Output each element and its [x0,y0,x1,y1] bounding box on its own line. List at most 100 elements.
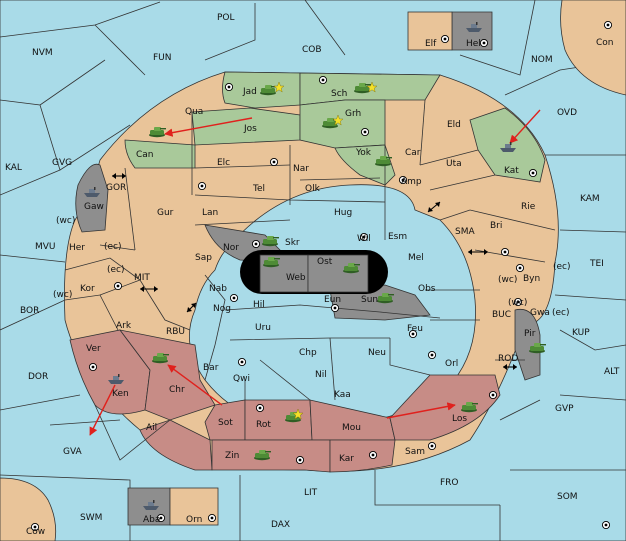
label-tel: Tel [252,184,265,194]
label-kar: Kar [339,454,354,464]
label-car: Car [405,148,421,158]
coast-label: (wc) [53,290,72,300]
label-rie: Rie [521,202,536,212]
label-rot: Rot [256,420,271,430]
label-aba: Aba [143,515,160,525]
label-sch: Sch [331,89,347,99]
label-mit: MIT [134,273,150,283]
label-bar: Bar [203,363,219,373]
label-rod: ROD [498,354,518,364]
label-nar: Nar [293,164,309,174]
label-nvm: NVM [32,48,53,58]
label-jad: Jad [242,87,257,97]
label-con: Con [596,38,614,48]
label-sot: Sot [218,418,233,428]
label-swm: SWM [80,513,102,523]
label-grh: Grh [345,109,361,119]
label-elc: Elc [217,158,230,168]
label-wil: Wil [357,234,371,244]
label-sun: Sun [361,295,378,305]
label-byn: Byn [523,274,540,284]
label-gaw: Gaw [84,202,104,212]
label-nil: Nil [315,370,327,380]
label-lan: Lan [202,208,218,218]
label-fun: FUN [153,53,172,63]
label-gvg: GVG [52,158,72,168]
label-pir: Pir [524,329,536,339]
coast-label: (ec) [553,262,571,272]
coast-label: (wc) [56,216,75,226]
coast-label: (ec) [552,308,570,318]
label-orl: Orl [445,359,458,369]
label-neu: Neu [368,348,386,358]
supply-centers [30,20,613,532]
label-amp: Amp [401,177,422,187]
label-orn: Orn [186,515,202,525]
star-markers [273,81,378,420]
cow-region [0,477,57,541]
label-eun: Eun [324,295,341,305]
label-nor: Nor [223,243,239,253]
label-cow: Cow [26,527,45,537]
label-sma: SMA [455,227,475,237]
label-hug: Hug [334,208,352,218]
label-nab: Nab [209,284,227,294]
order-arrows [89,109,541,436]
label-chr: Chr [169,385,185,395]
label-lit: LIT [304,488,318,498]
label-yok: Yok [355,148,372,158]
label-ost: Ost [317,257,333,267]
label-olk: Olk [305,184,321,194]
label-cob: COB [302,45,322,55]
coast-label: (wc) [498,275,517,285]
label-ken: Ken [112,389,129,399]
label-sap: Sap [195,253,212,263]
label-mvu: MVU [35,242,56,252]
label-qwi: Qwi [233,374,250,384]
label-ver: Ver [86,344,101,354]
label-hil: Hil [253,300,265,310]
label-pol: POL [217,13,235,23]
label-qua: Qua [185,107,203,117]
label-kor: Kor [80,284,95,294]
sea-labels: POL NVM FUN COB NOM Con OVD KAL GVG KAM … [5,13,620,537]
label-nog: Nog [213,304,231,314]
label-ark: Ark [116,321,132,331]
label-ail: Ail [146,423,157,433]
label-chp: Chp [299,348,317,358]
label-her: Her [69,243,85,253]
label-jos: Jos [243,124,257,134]
label-uta: Uta [446,159,462,169]
label-gva: GVA [63,447,83,457]
label-bri: Bri [490,221,502,231]
label-alt: ALT [604,367,620,377]
label-zin: Zin [225,451,239,461]
label-kal: KAL [5,163,22,173]
label-dax: DAX [271,520,290,530]
label-ovd: OVD [557,108,577,118]
label-feu: Feu [407,324,423,334]
coast-labels: (wc) (ec) (ec) (wc) (wc) (ec) (wc) (ec) [53,216,571,318]
label-elf: Elf [425,39,437,49]
label-gor: GOR [106,183,126,193]
label-can: Can [136,150,154,160]
land-labels: Jad Sch Qua Jos Grh Eld Can Elc Nar Yok … [69,39,550,525]
label-tei: TEI [589,259,604,269]
coast-label: (ec) [104,242,122,252]
label-mel: Mel [408,253,424,263]
label-esm: Esm [388,232,407,242]
label-rbu: RBU [166,327,185,337]
label-los: Los [452,414,467,424]
label-kaa: Kaa [334,390,351,400]
label-eld: Eld [447,120,461,130]
label-kup: KUP [572,328,590,338]
land-borders [64,99,556,461]
label-web: Web [286,273,306,283]
label-kam: KAM [580,194,600,204]
label-sam: Sam [405,447,425,457]
label-gwa: Gwa [530,308,550,318]
label-hel: Hel [466,39,481,49]
label-gvp: GVP [555,404,574,414]
